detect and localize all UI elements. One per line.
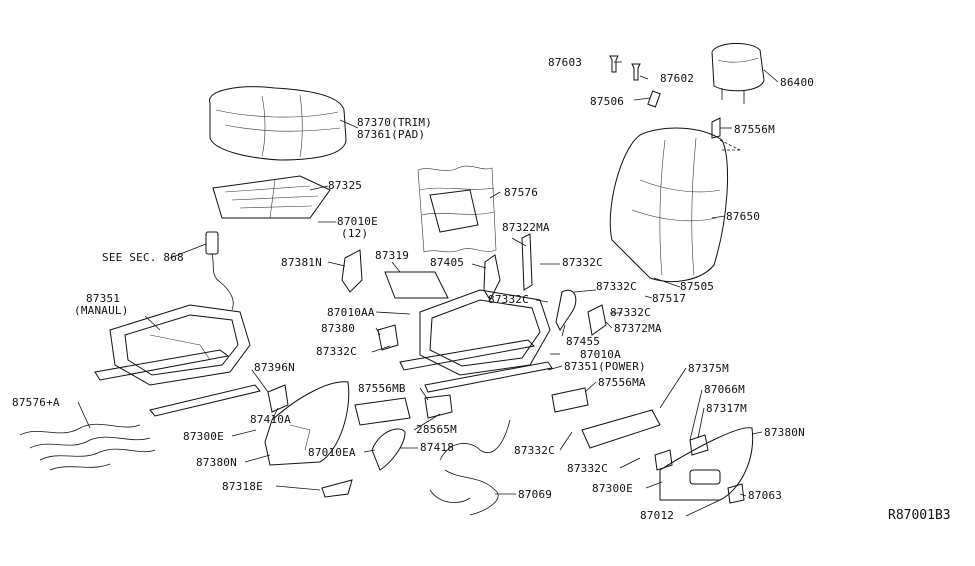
label-87010A: 87010A (580, 348, 621, 361)
label-87300E-b: 87300E (592, 482, 633, 495)
label-87300E-a: 87300E (183, 430, 224, 443)
label-87602: 87602 (660, 72, 695, 85)
label-87069: 87069 (518, 488, 553, 501)
label-87322MA: 87322MA (502, 221, 550, 234)
label-87380N-right: 87380N (764, 426, 805, 439)
label-87410A: 87410A (250, 413, 291, 426)
label-87332C-b: 87332C (596, 280, 637, 293)
cushion-heater-pad (212, 175, 331, 219)
cover-87372MA (587, 304, 607, 336)
label-87066M: 87066M (704, 383, 745, 396)
link-87455 (555, 289, 577, 331)
label-87332C-d: 87332C (610, 306, 651, 319)
label-see-sec-868: SEE SEC. 868 (102, 251, 184, 264)
label-87012: 87012 (640, 509, 675, 522)
mat-87319 (384, 271, 449, 299)
back-heater-mat (417, 165, 497, 253)
cover-87322MA (521, 233, 533, 291)
label-87380N-left: 87380N (196, 456, 237, 469)
label-87576A: 87576+A (12, 396, 60, 409)
knob-87063 (727, 483, 745, 504)
label-87010E: 87010E (337, 215, 378, 228)
manual-seat-frame (94, 304, 261, 417)
label-87505: 87505 (680, 280, 715, 293)
switch-87012 (689, 469, 721, 485)
label-87418: 87418 (420, 441, 455, 454)
label-87332C-g: 87332C (567, 462, 608, 475)
leader-lines (77, 61, 779, 517)
label-87556M: 87556M (734, 123, 775, 136)
label-87010EA: 87010EA (308, 446, 356, 459)
label-87319: 87319 (375, 249, 410, 262)
part-87066M (654, 449, 673, 471)
part-87317M (689, 434, 709, 456)
cover-87318E (321, 479, 353, 498)
label-87332C-a: 87332C (562, 256, 603, 269)
headrest (711, 43, 765, 104)
label-87318E: 87318E (222, 480, 263, 493)
label-87381N: 87381N (281, 256, 322, 269)
label-87351-manual-note: (MANAUL) (74, 304, 129, 317)
label-87556MA: 87556MA (598, 376, 646, 389)
label-87650: 87650 (726, 210, 761, 223)
label-87010E-qty: (12) (341, 227, 369, 240)
label-87455: 87455 (566, 335, 601, 348)
label-87063: 87063 (748, 489, 783, 502)
label-87332C-f: 87332C (514, 444, 555, 457)
label-87361-pad: 87361(PAD) (357, 128, 426, 141)
label-87380: 87380 (321, 322, 356, 335)
finisher-87380N-right (659, 427, 754, 501)
label-87517: 87517 (652, 292, 687, 305)
label-87576: 87576 (504, 186, 539, 199)
label-86400: 86400 (780, 76, 815, 89)
label-87351-power: 87351(POWER) (564, 360, 646, 373)
label-87010AA: 87010AA (327, 306, 375, 319)
label-87603: 87603 (548, 56, 583, 69)
label-87332C-e: 87332C (316, 345, 357, 358)
label-87317M: 87317M (706, 402, 747, 415)
label-87396N: 87396N (254, 361, 295, 374)
diagram-reference-code: R87001B3 (888, 508, 951, 523)
guide-pins (609, 55, 641, 81)
label-87375M: 87375M (688, 362, 729, 375)
finisher-87380N-left (264, 381, 350, 466)
label-87332C-c: 87332C (488, 293, 529, 306)
tag-clip (647, 90, 661, 108)
part-87396N (267, 384, 289, 413)
harness-87576A (19, 423, 156, 471)
label-87405: 87405 (430, 256, 465, 269)
knob-87556MA (551, 387, 589, 413)
label-87556MB: 87556MB (358, 382, 406, 395)
harness-87069 (429, 419, 511, 516)
cover-87375M (581, 409, 661, 449)
bracket-87381N (341, 249, 363, 293)
label-87351-manual: 87351 (86, 292, 121, 305)
label-87506: 87506 (590, 95, 625, 108)
clip-87556M (711, 117, 721, 139)
bracket-87405 (483, 254, 501, 302)
cover-87418 (371, 428, 406, 471)
power-seat-frame (399, 289, 553, 393)
label-87325: 87325 (328, 179, 363, 192)
label-87372MA: 87372MA (614, 322, 662, 335)
seat-cushion-trim (209, 86, 347, 161)
label-87370-trim: 87370(TRIM) (357, 116, 433, 129)
label-28565M: 28565M (416, 423, 457, 436)
knob-87556MB (354, 397, 411, 426)
seat-belt-buckle (205, 231, 234, 311)
seatback-trim (609, 127, 728, 283)
bracket-87380 (377, 324, 399, 351)
module-28565M (424, 394, 453, 419)
